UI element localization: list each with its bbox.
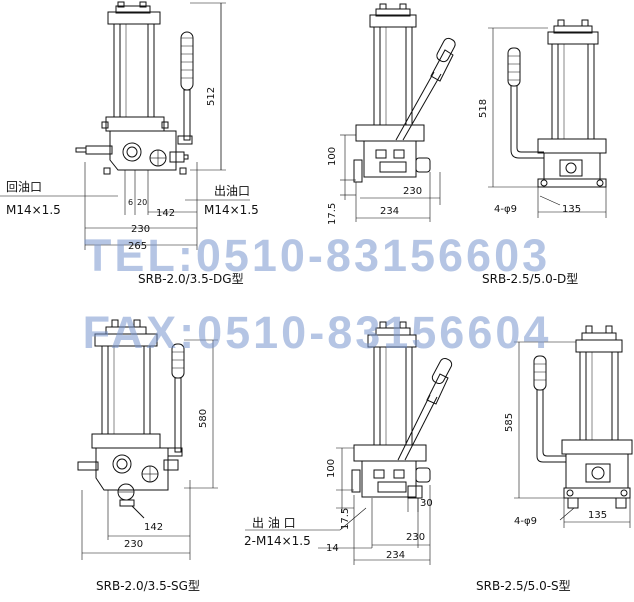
pump-body [95,447,169,491]
handle-grip [533,355,547,391]
reservoir-cap [575,339,623,353]
outlet-thread-s: 2-M14×1.5 [244,534,311,548]
reservoir-cylinder [101,345,151,435]
outlet-port-label-s: 出 油 口 [252,516,296,530]
handle-lever [510,86,544,159]
handle-grip [180,31,194,91]
handle-grip [507,47,521,87]
handle-lever [397,357,453,461]
dim-135-s: 135 [588,510,608,521]
holes-label-s: 4-φ9 [514,516,537,527]
dimension-lines-d [340,134,441,222]
reservoir-cap [547,31,599,45]
dim-14: 14 [326,543,339,554]
pump-drawing-s-side [514,325,633,528]
pump-drawing-sg [77,319,218,560]
dimension-585 [514,341,631,528]
dim-234-d: 234 [380,206,400,217]
dim-265: 265 [128,241,148,252]
dim-580: 580 [198,408,209,428]
caption-sg: SRB-2.0/3.5-SG型 [96,579,200,593]
caption-s: SRB-2.5/5.0-S型 [476,579,571,593]
base-flange [91,433,161,449]
dim-100: 100 [327,146,338,166]
base-flange [537,138,607,154]
dimension-518 [488,27,607,218]
dimension-512 [190,2,226,171]
dimension-lines-s [245,447,431,565]
reservoir-cap [369,14,417,28]
pump-body [565,453,629,489]
dim-230-sg: 230 [124,539,144,550]
dim-512: 512 [206,86,217,106]
dimension-lines-sg [81,480,191,560]
dim-100-s: 100 [326,458,337,478]
dim-230: 230 [131,224,151,235]
dim-230-s: 230 [406,532,426,543]
dim-230-d: 230 [403,186,423,197]
pump-drawing-s [245,321,453,565]
outlet-pipe [169,151,185,163]
handle-lever [536,390,566,463]
return-port-label: 回油口 [6,180,43,194]
pressure-gauge [112,454,132,474]
reservoir-cap [107,11,161,25]
handle-lever [183,89,191,141]
base-plate [537,178,607,188]
dimension-580 [184,339,218,489]
reservoir-cap [367,334,417,348]
pressure-gauge [122,142,142,162]
base-flange [355,124,425,142]
cap-nuts [115,5,151,14]
outlet-port-thread: M14×1.5 [204,203,259,217]
base-plate [563,487,631,499]
dim-234-s: 234 [386,550,406,561]
dim-142: 142 [156,208,176,219]
pump-body [543,152,601,180]
base-flange [105,116,165,132]
pump-drawing-d [340,3,456,222]
dim-17-5-s: 17.5 [340,507,351,530]
holes-label-d: 4-φ9 [494,204,517,215]
dim-17-5: 17.5 [327,202,338,225]
pump-body [109,130,177,171]
dim-585: 585 [504,412,515,432]
outlet-fitting [415,467,431,483]
dimension-lines-dg [0,162,250,250]
base-flange [353,444,427,462]
pump-drawing-dg [0,1,250,250]
handle-grip [430,49,454,82]
dim-135-d: 135 [562,204,582,215]
return-pipe [85,145,113,155]
return-port-thread: M14×1.5 [6,203,61,217]
outlet-port-label: 出油口 [214,184,251,198]
caption-dg: SRB-2.0/3.5-DG型 [138,272,244,286]
handle-lever [174,377,182,453]
handle-lever [395,37,456,141]
reservoir-cap [94,333,158,347]
caption-d: SRB-2.5/5.0-D型 [482,272,579,286]
outlet-fitting [591,466,605,480]
dim-518: 518 [478,98,489,118]
handle-grip [171,343,185,379]
dim-20: 20 [137,198,148,207]
dim-142-sg: 142 [144,522,164,533]
pump-drawing-d-side [488,19,607,218]
dim-30: 30 [420,498,433,509]
outlet-fitting [415,157,431,173]
dim-6: 6 [128,198,134,207]
base-flange [561,439,633,455]
outlet-fitting [565,162,577,174]
